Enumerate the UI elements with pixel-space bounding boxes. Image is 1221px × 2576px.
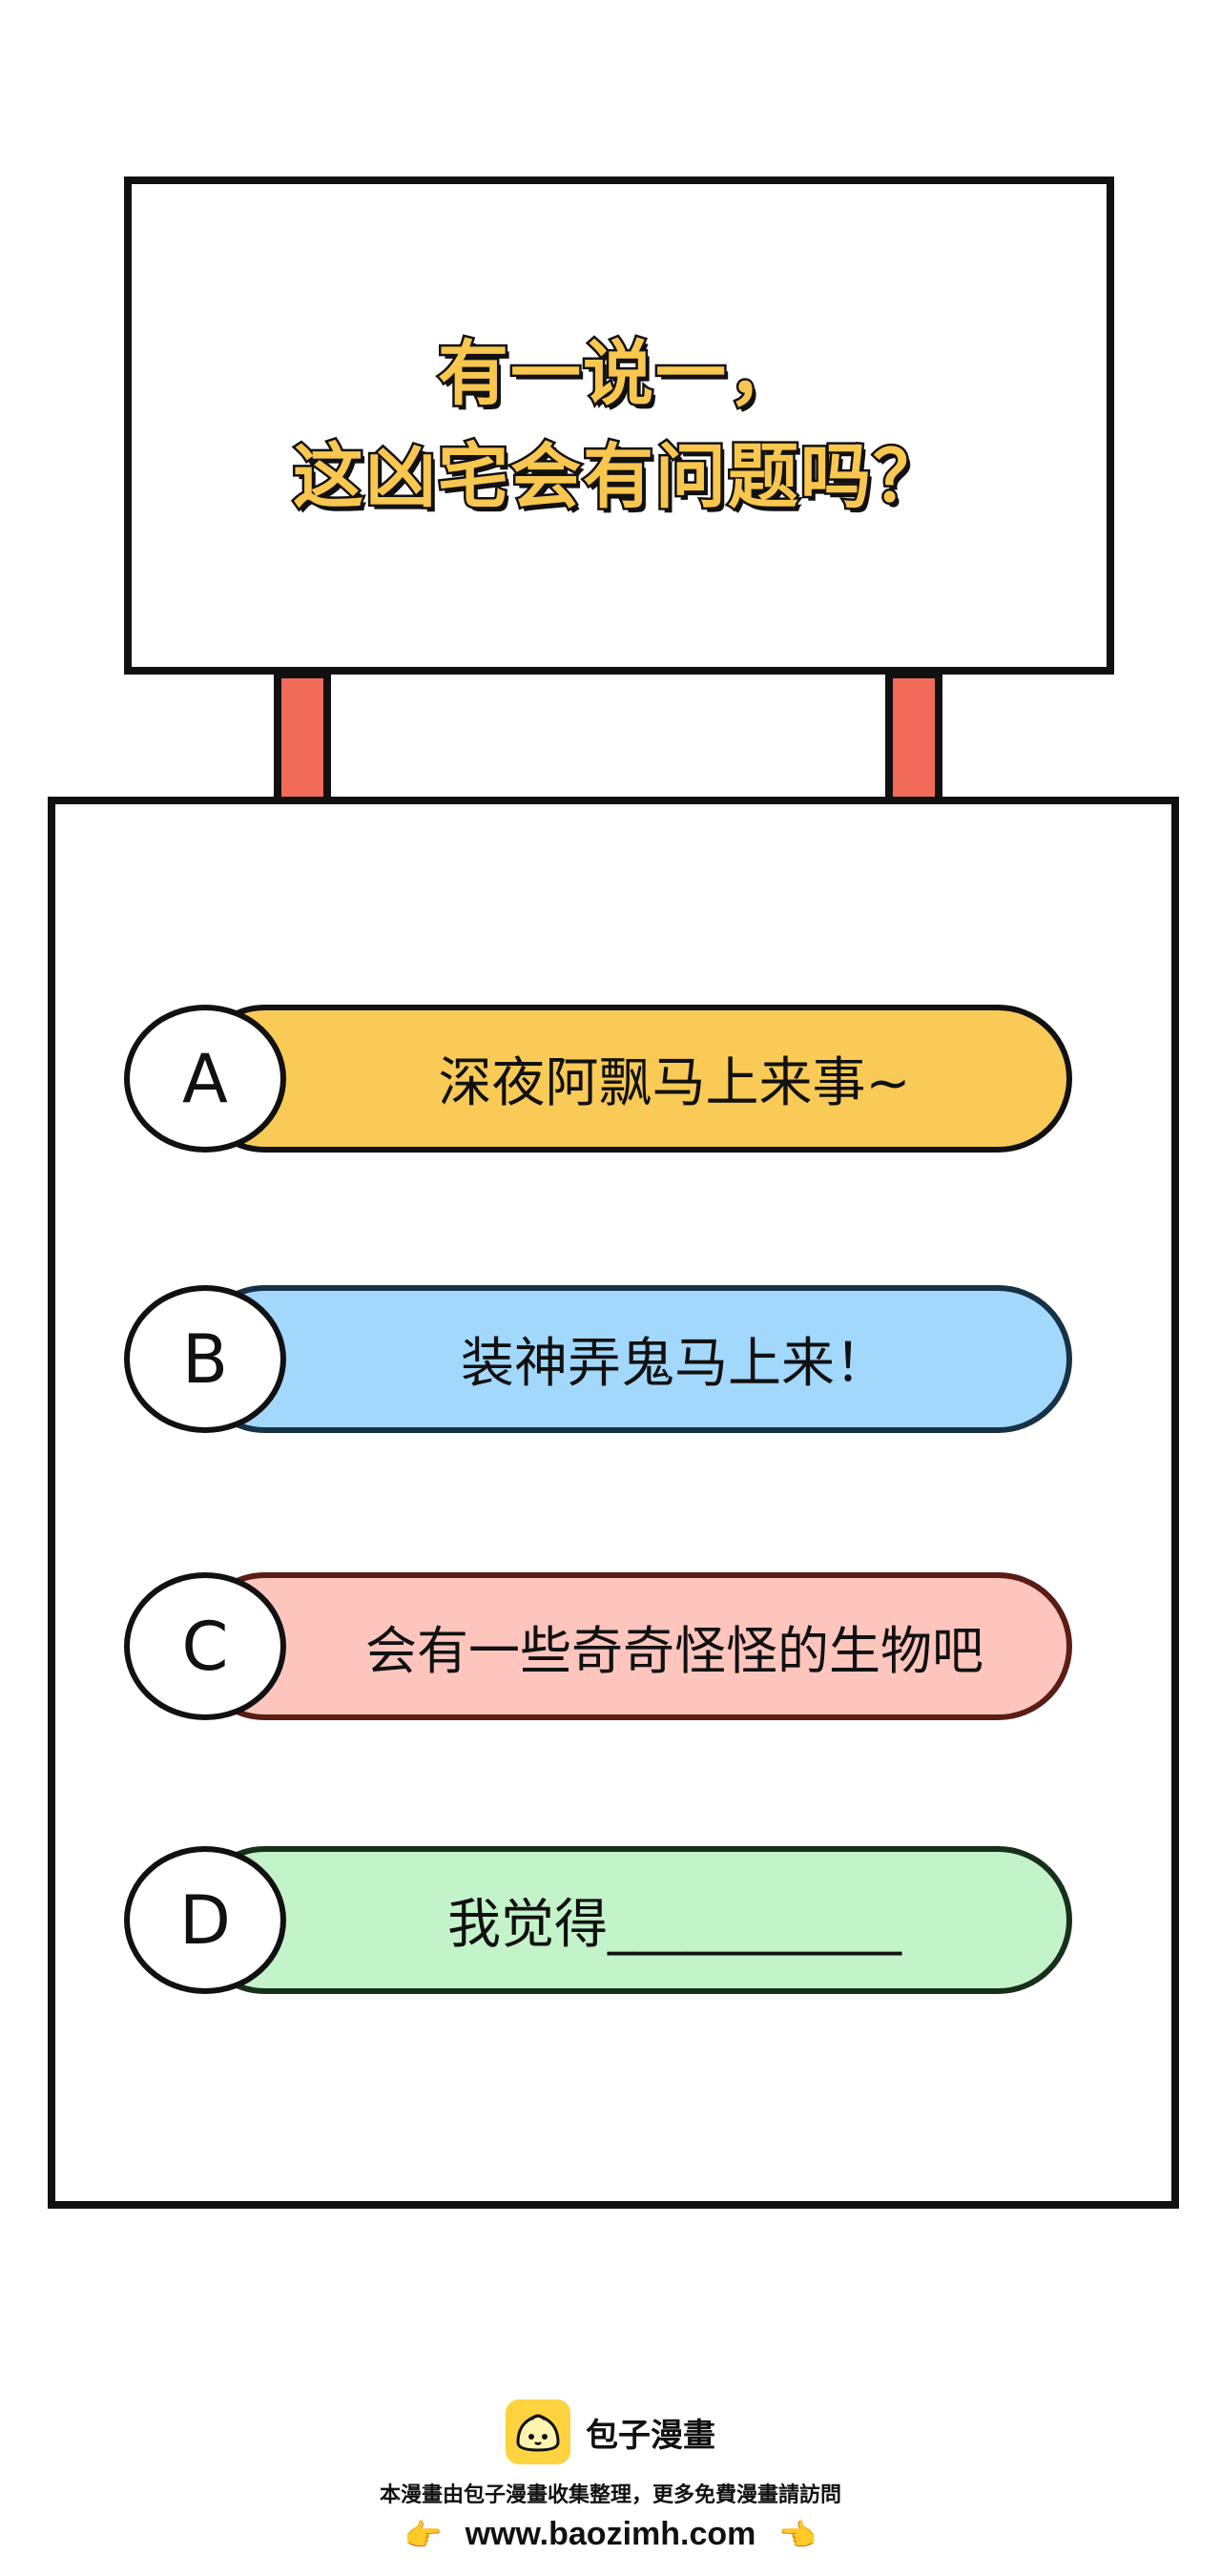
option-d-pill[interactable]: 我觉得___________ (191, 1846, 1072, 1994)
question-sign: 有一说一， 这凶宅会有问题吗？ (124, 177, 1114, 675)
option-b-pill[interactable]: 装神弄鬼马上来！ (191, 1285, 1072, 1433)
option-d-text: 我觉得___________ (447, 1894, 901, 1956)
brand[interactable]: 包子漫畫 (0, 2399, 1221, 2464)
option-b-text: 装神弄鬼马上来！ (461, 1333, 888, 1395)
option-b[interactable]: 装神弄鬼马上来！ B (124, 1285, 1072, 1433)
pointing-right-hand-icon: 👉 (404, 2516, 443, 2553)
sign-post-left (274, 671, 331, 804)
option-c-pill[interactable]: 会有一些奇奇怪怪的生物吧 (191, 1572, 1072, 1720)
pointing-left-hand-icon: 👈 (778, 2516, 817, 2553)
option-a-letter: A (124, 1005, 286, 1153)
bun-mascot-icon (506, 2399, 570, 2464)
question-title-line-2: 这凶宅会有问题吗？ (291, 434, 946, 521)
sign-post-right (885, 671, 942, 804)
notice-text: 本漫畫由包子漫畫收集整理，更多免費漫畫請訪問 (379, 2483, 841, 2507)
option-b-letter: B (124, 1285, 286, 1433)
option-a-text: 深夜阿飘马上来事~ (438, 1052, 911, 1114)
question-title-line-1: 有一说一， (436, 331, 801, 418)
option-d-letter: D (124, 1846, 286, 1994)
option-c[interactable]: 会有一些奇奇怪怪的生物吧 C (124, 1572, 1072, 1720)
option-d[interactable]: 我觉得___________ D (124, 1846, 1072, 1994)
url-row: 👉 www.baozimh.com 👈 (0, 2516, 1221, 2553)
option-a-pill[interactable]: 深夜阿飘马上来事~ (191, 1005, 1072, 1153)
option-c-letter: C (124, 1572, 286, 1720)
brand-name: 包子漫畫 (586, 2416, 715, 2455)
option-c-text: 会有一些奇奇怪怪的生物吧 (365, 1621, 983, 1681)
option-a[interactable]: 深夜阿飘马上来事~ A (124, 1005, 1072, 1153)
site-url-link[interactable]: www.baozimh.com (465, 2516, 756, 2552)
footer: 包子漫畫 本漫畫由包子漫畫收集整理，更多免費漫畫請訪問 👉 www.baozim… (0, 2399, 1221, 2553)
